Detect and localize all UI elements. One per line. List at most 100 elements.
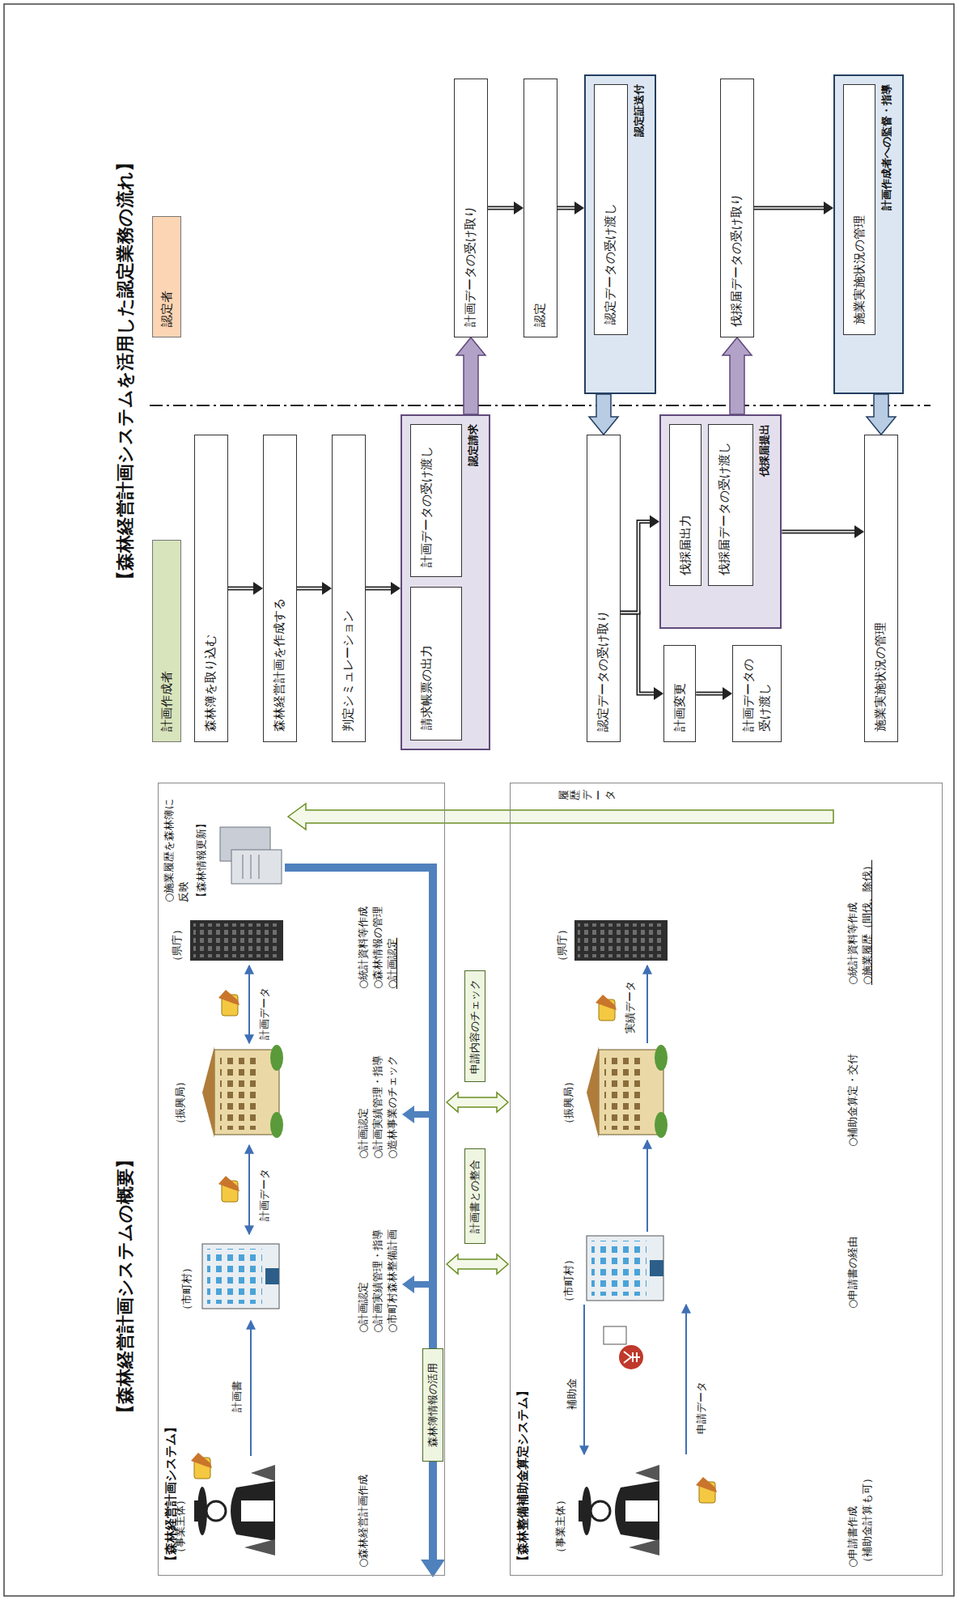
entity-name: （振興局） [173,1076,188,1129]
group-label: 伐採届提出 [757,423,772,619]
illustration-part [402,1275,415,1293]
arrow-label: 計画データ [257,1168,272,1221]
illustration-part [220,826,282,884]
illustration-part [218,989,240,1016]
connector-line [365,586,391,591]
connector-line [228,586,254,591]
role-item: ○計画認定 [385,937,400,989]
entity-name: （市町村） [561,1254,577,1307]
info-tag: 申請内容のチェック [464,970,486,1082]
illustration-part [595,994,617,1021]
role-item: （補助金計算も可） [860,1472,875,1568]
role-header: 計画作成者 [152,539,182,742]
info-tag: 森林簿情報の活用 [422,1347,444,1462]
connector [589,394,619,435]
role-header: 認定者 [152,216,182,338]
system-panel: 【森林整備補助金算定システム】 [509,782,943,1576]
role-item: ○統計資料等作成 [356,906,371,989]
node-label: 施業実施状況の管理 [872,445,889,732]
role-item: ○補助金算定・交付 [845,1053,861,1147]
illustration-part [646,965,649,1043]
process-box: 伐採届データの受け取り [720,78,755,338]
connector-line [557,206,575,211]
process-box: 施業実施状況の管理 [843,84,876,335]
info-tag: 計画書との整合 [464,1148,486,1244]
node-label: 計画データの受け渡し [740,655,774,732]
connector-inner [695,692,723,695]
process-box: 計画データの受け渡し [732,644,782,742]
illustration-part [412,1110,433,1118]
connector [722,337,752,415]
forest-data-line [284,867,446,1577]
role-item: ○統計資料等作成 [845,902,861,985]
connector-line [695,691,723,696]
illustration-part [578,1464,660,1556]
illustration-part [402,1105,415,1124]
arrow-head [513,201,524,215]
arrow-head [649,515,660,529]
arrow-label: 補助金 [564,1377,580,1410]
process-box: 判定シミュレーション [331,434,366,742]
entity-name: （県庁） [169,924,185,967]
illustration-part [202,1044,284,1138]
illustration-part [623,1351,641,1363]
entity-name: （県庁） [555,924,570,967]
node-label: 計画データの受け渡し [418,434,435,568]
arrow-head [253,581,263,595]
node-label: 計画作成者 [158,550,175,732]
node-label: 認定データの受け取り [594,445,611,732]
illustration-part [646,1140,649,1232]
group-label: 認定請求 [466,423,481,741]
arrow-label: 履歴データ [558,789,616,801]
role-item: ○計画認定 [356,1107,371,1159]
illustration-part [288,803,834,830]
process-box: 認定データの受け渡し [593,84,628,335]
node-label: 計画書との整合 [467,1153,483,1238]
arrow-head [854,525,865,539]
role-item: ○森林経営計画作成 [356,1474,371,1568]
entity-name: （事業主体） [553,1494,569,1558]
connector [695,686,733,700]
connector-inner [754,207,824,209]
process-box: 請求帳票の出力 [410,587,463,742]
connector-inner [296,587,323,590]
illustration-part [284,867,433,1561]
connector-line [754,206,824,211]
process-box: 計画データの受け渡し [410,423,463,578]
connector [754,201,834,215]
node-label: 請求帳票の出力 [418,597,435,731]
connector [365,581,401,595]
process-group: 施業実施状況の管理計画作成者への監督・指導 [833,74,904,395]
node-label: 森林簿情報の活用 [425,1353,441,1456]
role-item: ○森林情報の管理 [370,906,386,989]
connector-inner [620,521,650,614]
entity-name: （事業主体） [173,1494,188,1558]
role-item: 【森林情報更新】 [194,818,209,903]
page-border [4,4,954,1596]
connector [866,394,896,435]
arrow-head [574,201,585,215]
node-label: 伐採届データの受け取り [728,89,745,327]
block-arrow [722,337,752,415]
arrow-head [823,201,834,215]
connector-line [296,586,323,591]
process-box: 認定 [523,78,558,338]
arrow-label: 計画書 [229,1380,245,1412]
process-group: 認定データの受け渡し認定証送付 [584,74,657,395]
illustration-part [586,1044,668,1138]
block-arrow [456,337,486,415]
page-title: 【森林経営計画システムの概要】 [113,1150,138,1422]
role-item: ○施業履歴（間伐、除伐） [860,860,875,985]
illustration-part [446,1092,509,1112]
illustration-part [248,1144,251,1234]
process-group: 伐採届出力伐採届データの受け渡し伐採届提出 [659,414,782,629]
role-item: ○造林事業のチェック [385,1055,400,1159]
node-label: 判定シミュレーション [339,445,357,732]
process-box: 森林簿を取り込む [194,434,229,742]
connector-line [620,521,650,614]
node-label: 認定 [531,89,548,327]
